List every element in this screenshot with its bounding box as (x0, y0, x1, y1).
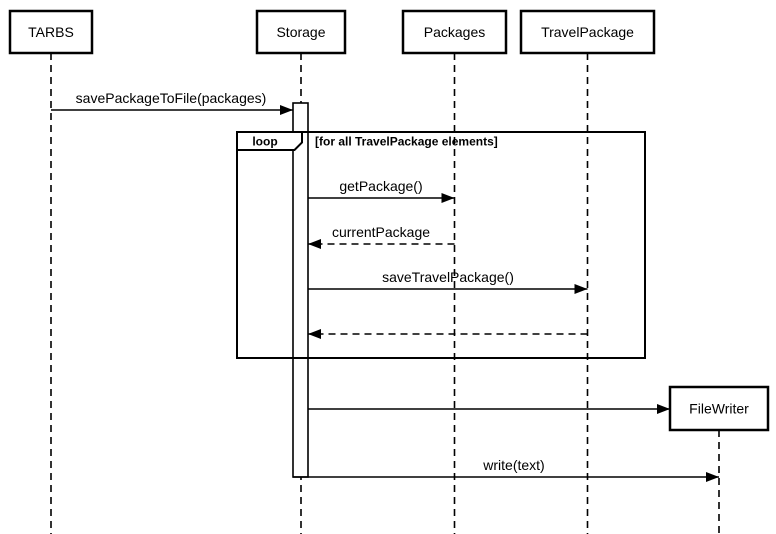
actor-box-storage (255, 9, 347, 55)
actor-box-travelpackage (519, 9, 656, 55)
loop-fragment-border (236, 131, 646, 359)
messages: savePackageToFile(packages) getPackage()… (51, 90, 719, 482)
actor-box-packages (401, 9, 508, 55)
actor-label-tarbs: TARBS (28, 24, 74, 40)
actor-box-filewriter (668, 385, 770, 432)
message-label-save-travel-package: saveTravelPackage() (382, 269, 514, 285)
loop-operator-label: loop (252, 135, 277, 149)
message-label-get-package: getPackage() (339, 178, 422, 194)
activation-bar-storage (292, 102, 309, 478)
actor-label-storage: Storage (276, 24, 325, 40)
lifelines (50, 53, 720, 534)
message-label-current-package-return: currentPackage (332, 224, 430, 240)
actor-box-tarbs (8, 9, 94, 55)
loop-guard-label: [for all TravelPackage elements] (315, 135, 498, 149)
actor-label-filewriter: FileWriter (689, 401, 749, 417)
message-label-write-text: write(text) (482, 457, 544, 473)
actor-label-packages: Packages (424, 24, 485, 40)
actor-label-travelpackage: TravelPackage (541, 24, 634, 40)
loop-operator-pentagon (236, 131, 303, 151)
message-label-save-package-to-file: savePackageToFile(packages) (76, 90, 267, 106)
loop-fragment: loop [for all TravelPackage elements] (236, 131, 646, 359)
actor-boxes: TARBS Storage Packages TravelPackage Fil… (8, 9, 770, 432)
